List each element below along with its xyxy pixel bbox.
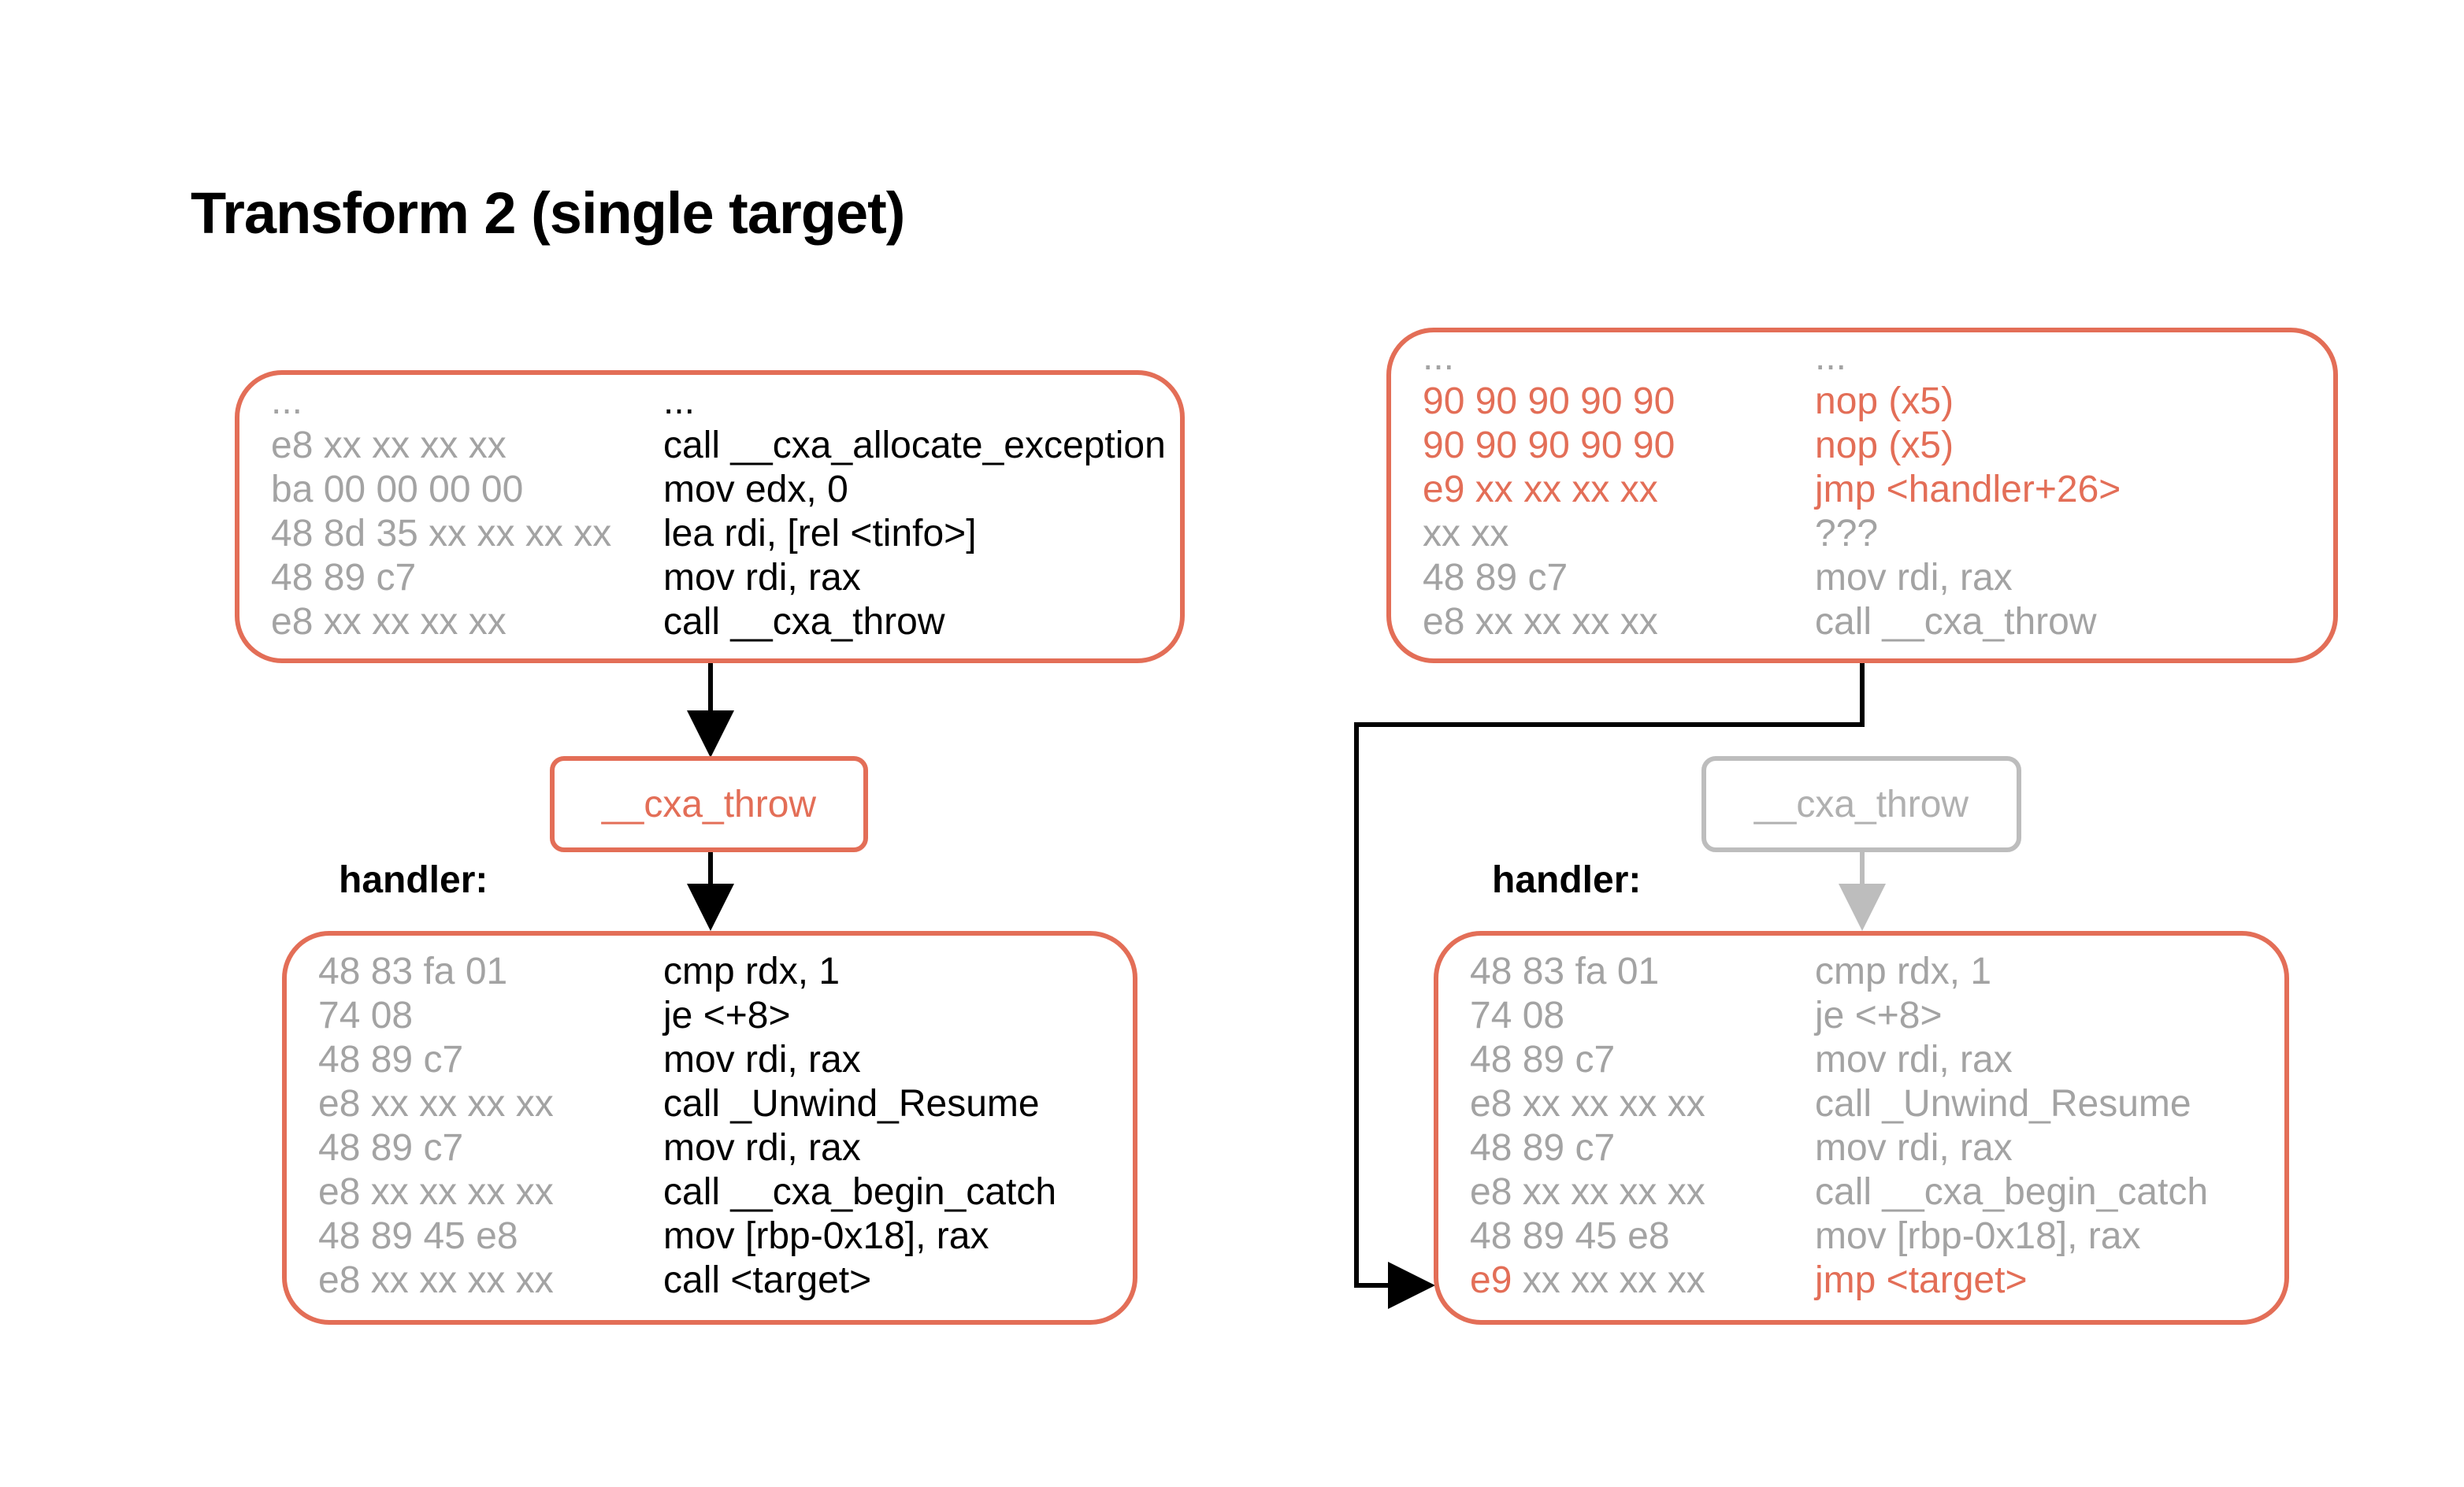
assembly-instruction: call <target>	[663, 1259, 872, 1301]
assembly-instruction: je <+8>	[1815, 995, 1943, 1036]
assembly-instruction: mov rdi, rax	[1815, 1127, 2013, 1169]
assembly-instruction: lea rdi, [rel <tinfo>]	[663, 513, 977, 554]
assembly-instruction: call __cxa_begin_catch	[663, 1171, 1057, 1213]
machine-bytes: e8 xx xx xx xx	[318, 1259, 554, 1301]
assembly-instruction: mov [rbp-0x18], rax	[1815, 1215, 2141, 1257]
machine-bytes: 74 08	[318, 995, 414, 1036]
assembly-instruction: call __cxa_throw	[1815, 601, 2097, 643]
opcode-byte: e9	[1470, 1259, 1512, 1301]
right-throw-site-box	[1386, 328, 2338, 663]
operand-bytes: xx xx xx xx	[1512, 1259, 1705, 1301]
machine-bytes: ba 00 00 00 00	[271, 469, 524, 510]
assembly-instruction: cmp rdx, 1	[663, 951, 841, 992]
right-handler-box	[1434, 931, 2289, 1325]
assembly-instruction: mov rdi, rax	[663, 557, 861, 599]
assembly-instruction: ...	[663, 380, 696, 422]
assembly-instruction: call __cxa_allocate_exception	[663, 425, 1166, 466]
machine-bytes: e8 xx xx xx xx	[271, 425, 507, 466]
machine-bytes: 48 89 c7	[1423, 557, 1568, 599]
machine-bytes: 48 89 c7	[271, 557, 417, 599]
left-cxa-throw-node: __cxa_throw	[550, 756, 868, 852]
left-throw-site-box	[235, 370, 1185, 663]
assembly-instruction: call __cxa_begin_catch	[1815, 1171, 2209, 1213]
assembly-instruction: jmp <target>	[1815, 1259, 2028, 1301]
machine-bytes: xx xx	[1423, 513, 1509, 554]
machine-bytes: 48 89 45 e8	[1470, 1215, 1670, 1257]
assembly-instruction: ...	[1815, 336, 1847, 378]
assembly-instruction: mov edx, 0	[663, 469, 848, 510]
assembly-instruction: ???	[1815, 513, 1879, 554]
machine-bytes: 48 89 c7	[318, 1127, 464, 1169]
machine-bytes: 48 89 45 e8	[318, 1215, 518, 1257]
machine-bytes: 74 08	[1470, 995, 1565, 1036]
machine-bytes: 48 83 fa 01	[1470, 951, 1660, 992]
diagram-title: Transform 2 (single target)	[191, 180, 905, 246]
machine-bytes: e8 xx xx xx xx	[318, 1083, 554, 1125]
machine-bytes: ...	[271, 380, 303, 422]
machine-bytes: e8 xx xx xx xx	[318, 1171, 554, 1213]
assembly-instruction: call _Unwind_Resume	[1815, 1083, 2191, 1125]
machine-bytes: e8 xx xx xx xx	[1423, 601, 1658, 643]
assembly-instruction: mov rdi, rax	[1815, 557, 2013, 599]
machine-bytes: 90 90 90 90 90	[1423, 425, 1675, 466]
machine-bytes: e9 xx xx xx xx	[1470, 1259, 1705, 1303]
assembly-instruction: cmp rdx, 1	[1815, 951, 1992, 992]
assembly-instruction: nop (x5)	[1815, 380, 1954, 422]
assembly-instruction: mov rdi, rax	[1815, 1039, 2013, 1081]
machine-bytes: 48 89 c7	[318, 1039, 464, 1081]
right-cxa-throw-node: __cxa_throw	[1701, 756, 2021, 852]
assembly-instruction: jmp <handler+26>	[1815, 469, 2121, 510]
machine-bytes: 48 89 c7	[1470, 1127, 1616, 1169]
machine-bytes: e8 xx xx xx xx	[1470, 1083, 1705, 1125]
assembly-instruction: nop (x5)	[1815, 425, 1954, 466]
machine-bytes: 48 8d 35 xx xx xx xx	[271, 513, 612, 554]
right-handler-label: handler:	[1492, 859, 1642, 901]
machine-bytes: e9 xx xx xx xx	[1423, 469, 1658, 510]
machine-bytes: 48 83 fa 01	[318, 951, 508, 992]
left-handler-box	[282, 931, 1137, 1325]
machine-bytes: 48 89 c7	[1470, 1039, 1616, 1081]
assembly-instruction: mov rdi, rax	[663, 1127, 861, 1169]
left-handler-label: handler:	[339, 859, 488, 901]
assembly-instruction: je <+8>	[663, 995, 791, 1036]
machine-bytes: e8 xx xx xx xx	[271, 601, 507, 643]
machine-bytes: 90 90 90 90 90	[1423, 380, 1675, 422]
assembly-instruction: call __cxa_throw	[663, 601, 945, 643]
machine-bytes: e8 xx xx xx xx	[1470, 1171, 1705, 1213]
assembly-instruction: call _Unwind_Resume	[663, 1083, 1040, 1125]
machine-bytes: ...	[1423, 336, 1455, 378]
arrow-right-jmp-to-handler	[1354, 663, 1865, 1309]
assembly-instruction: mov [rbp-0x18], rax	[663, 1215, 989, 1257]
assembly-instruction: mov rdi, rax	[663, 1039, 861, 1081]
